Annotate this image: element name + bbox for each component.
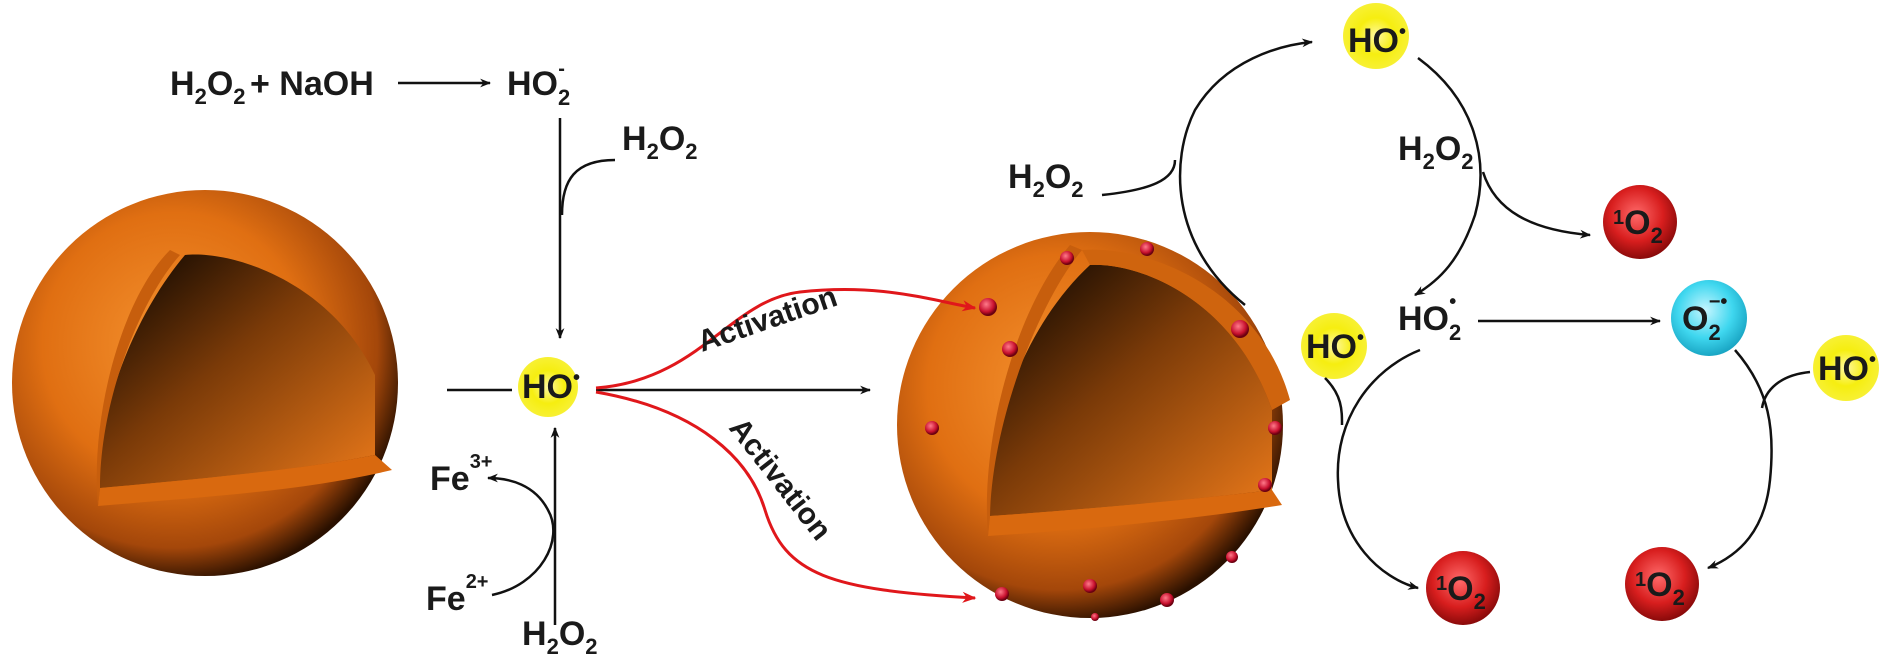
arc-to-singlet-oxygen-lower-right	[1706, 349, 1773, 570]
h2o2-species: H2O2	[1398, 130, 1474, 174]
superoxide-species: O2−•	[1682, 291, 1727, 345]
arc-to-singlet-oxygen-lower-left	[1336, 348, 1421, 590]
ho-radical-species: HO•	[1348, 21, 1406, 60]
ho-join-curve-right	[1760, 370, 1811, 409]
ho-join-curve-lower	[1324, 377, 1344, 426]
surface-dot	[1258, 478, 1272, 492]
ho-radical-glow	[518, 357, 578, 417]
arrow-to-singlet-oxygen-upper	[1481, 171, 1592, 239]
surface-dot	[1060, 251, 1074, 265]
fe2-species: Fe2+	[426, 571, 489, 618]
fe3-species: Fe3+	[430, 451, 493, 498]
h2o2-species: H2O2	[170, 65, 246, 109]
singlet-oxygen-species: 1O2	[1436, 570, 1486, 614]
hollow-sphere-left	[12, 190, 398, 576]
singlet-oxygen-species: 1O2	[1613, 204, 1663, 248]
hollow-sphere-right	[897, 232, 1290, 618]
activation-label-lower: Activation	[722, 412, 837, 547]
singlet-oxygen-ball	[1426, 551, 1500, 625]
arc-to-ho2-radical	[1414, 56, 1482, 297]
h2o2-join-curve	[560, 158, 616, 216]
surface-dot	[1160, 593, 1174, 607]
ho-radical-glow	[1813, 335, 1879, 401]
arc-to-ho-radical-top	[1178, 38, 1314, 306]
h2o2-join-curve-right	[1101, 159, 1177, 197]
svg-text:H2O2: H2O2	[170, 65, 246, 109]
activation-arrow-lower	[595, 390, 977, 603]
surface-dot	[1268, 421, 1282, 435]
h2o2-species: H2O2	[522, 615, 598, 659]
ho-radical-species: HO•	[522, 367, 580, 406]
singlet-oxygen-species: 1O2	[1635, 566, 1685, 610]
surface-dot	[1140, 242, 1154, 256]
surface-dot	[1091, 613, 1099, 621]
activation-arrow-upper	[595, 287, 977, 390]
singlet-oxygen-ball	[1603, 185, 1677, 259]
ho-radical-glow	[1343, 3, 1409, 69]
surface-dot	[1083, 579, 1097, 593]
singlet-oxygen-ball	[1625, 547, 1699, 621]
surface-dot	[995, 587, 1009, 601]
h2o2-species: H2O2	[622, 120, 698, 164]
activation-label-upper: Activation	[694, 280, 842, 358]
ho-radical-species: HO•	[1306, 327, 1364, 366]
surface-active-sites	[925, 242, 1282, 621]
ho2-radical-species: HO2•	[1398, 291, 1461, 345]
naoh-reagent: + NaOH	[250, 65, 374, 103]
ho-radical-glow	[1301, 313, 1367, 379]
surface-dot	[1002, 341, 1018, 357]
ho-radical-species: HO•	[1818, 349, 1876, 388]
surface-dot	[1226, 551, 1238, 563]
surface-dot	[925, 421, 939, 435]
ho2-anion-species: HO2-	[507, 58, 570, 110]
surface-dot	[1231, 320, 1249, 338]
superoxide-ball	[1671, 280, 1747, 356]
surface-dot	[979, 298, 997, 316]
h2o2-species: H2O2	[1008, 158, 1084, 202]
fe-redox-curve	[486, 473, 555, 597]
